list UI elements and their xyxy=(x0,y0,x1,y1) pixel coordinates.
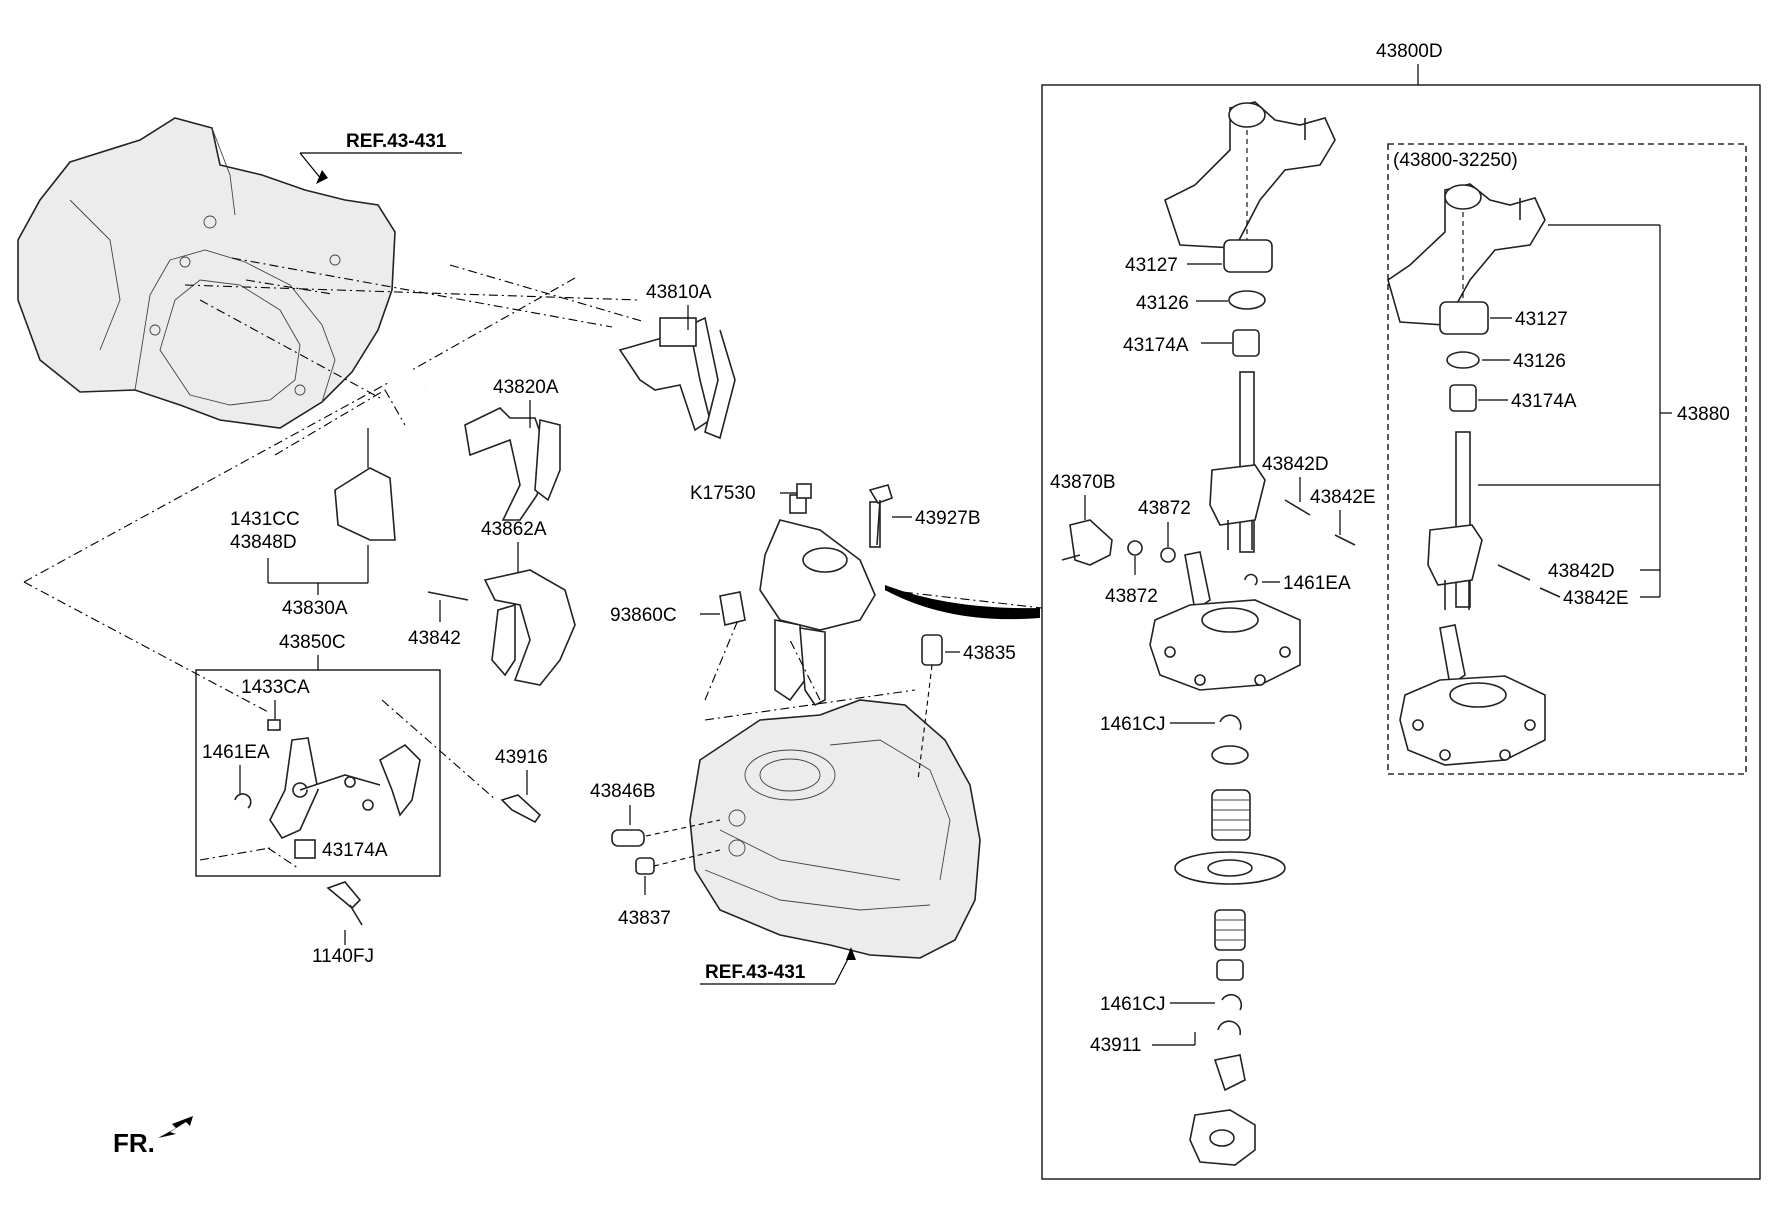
label-1461EA-left[interactable]: 1461EA xyxy=(202,742,270,763)
shift-rail-43830A xyxy=(316,428,487,578)
ref-callout-bottom: REF.43-431 xyxy=(700,947,856,985)
label-43842D-a[interactable]: 43842D xyxy=(1262,454,1329,475)
label-43837[interactable]: 43837 xyxy=(618,908,671,929)
part-43835: 43835 xyxy=(917,634,1016,781)
label-43846B[interactable]: 43846B xyxy=(590,781,656,802)
label-43127-b[interactable]: 43127 xyxy=(1515,309,1568,330)
label-1140FJ[interactable]: 1140FJ xyxy=(312,946,374,967)
part-43837: 43837 xyxy=(618,849,721,929)
assembly-43800D: 43800D 43127 43126 43174A 43842D 43842E xyxy=(1041,41,1761,1180)
label-43830A[interactable]: 43830A xyxy=(282,598,348,619)
label-43872-a[interactable]: 43872 xyxy=(1138,498,1191,519)
part-43846B: 43846B xyxy=(590,781,721,847)
label-43174A-b[interactable]: 43174A xyxy=(1511,391,1577,412)
label-43810A[interactable]: 43810A xyxy=(646,282,712,303)
label-43126-a[interactable]: 43126 xyxy=(1136,293,1189,314)
bolt-1140FJ: 1140FJ xyxy=(312,881,374,967)
label-43916[interactable]: 43916 xyxy=(495,747,548,768)
bolt-43916: 43916 xyxy=(495,747,548,824)
label-43911[interactable]: 43911 xyxy=(1090,1035,1141,1056)
pin-43842: 43842 xyxy=(408,591,469,649)
transmission-case-illustration xyxy=(689,699,981,959)
ref-callout-top: REF.43-431 xyxy=(299,131,462,184)
shift-rail-43820A xyxy=(423,387,592,521)
label-43850C[interactable]: 43850C xyxy=(279,632,346,653)
ref-label-top[interactable]: REF.43-431 xyxy=(346,131,447,152)
label-43174A-a[interactable]: 43174A xyxy=(1123,335,1189,356)
label-1461CJ-a[interactable]: 1461CJ xyxy=(1100,714,1166,735)
label-43880[interactable]: 43880 xyxy=(1677,404,1730,425)
label-43862A[interactable]: 43862A xyxy=(481,519,547,540)
callout-43927B: 43927B xyxy=(868,484,981,546)
callout-93860C: 93860C xyxy=(610,591,746,626)
shift-rail-43810A xyxy=(618,312,797,440)
label-1461EA-right[interactable]: 1461EA xyxy=(1283,573,1351,594)
label-43820A[interactable]: 43820A xyxy=(493,377,559,398)
front-direction-arrow-icon xyxy=(158,1116,193,1138)
transmission-housing-illustration xyxy=(17,117,396,429)
label-sub-code[interactable]: (43800-32250) xyxy=(1393,150,1518,171)
label-43872-b[interactable]: 43872 xyxy=(1105,586,1158,607)
label-43870B[interactable]: 43870B xyxy=(1050,472,1116,493)
label-43848D[interactable]: 43848D xyxy=(230,532,297,553)
ref-label-bottom[interactable]: REF.43-431 xyxy=(705,962,806,983)
callout-43862A: 43862A xyxy=(481,519,547,572)
label-43842D-b[interactable]: 43842D xyxy=(1548,561,1615,582)
callout-43820A: 43820A xyxy=(493,377,559,428)
label-43842[interactable]: 43842 xyxy=(408,628,461,649)
label-43800D[interactable]: 43800D xyxy=(1376,41,1443,62)
fr-label[interactable]: FR. xyxy=(113,1128,155,1158)
label-43126-b[interactable]: 43126 xyxy=(1513,351,1566,372)
shift-control-unit xyxy=(759,494,881,707)
label-1433CA[interactable]: 1433CA xyxy=(241,677,310,698)
group-43850C: 43850C 1433CA 1461EA 43174A xyxy=(195,632,441,877)
callout-K17530: K17530 xyxy=(690,483,812,504)
label-43835[interactable]: 43835 xyxy=(963,643,1016,664)
label-43127-a[interactable]: 43127 xyxy=(1125,255,1178,276)
front-direction-indicator: FR. xyxy=(113,1116,193,1158)
label-K17530[interactable]: K17530 xyxy=(690,483,756,504)
callout-1431CC-43848D: 1431CC 43848D 43830A xyxy=(230,509,369,619)
label-43174A-left[interactable]: 43174A xyxy=(322,840,388,861)
label-1461CJ-b[interactable]: 1461CJ xyxy=(1100,994,1166,1015)
label-43842E-b[interactable]: 43842E xyxy=(1563,588,1629,609)
label-43927B[interactable]: 43927B xyxy=(915,508,981,529)
shift-fork-43862A xyxy=(483,569,576,686)
label-1431CC[interactable]: 1431CC xyxy=(230,509,300,530)
label-43842E-a[interactable]: 43842E xyxy=(1310,487,1376,508)
callout-43810A: 43810A xyxy=(646,282,712,330)
label-93860C[interactable]: 93860C xyxy=(610,605,677,626)
